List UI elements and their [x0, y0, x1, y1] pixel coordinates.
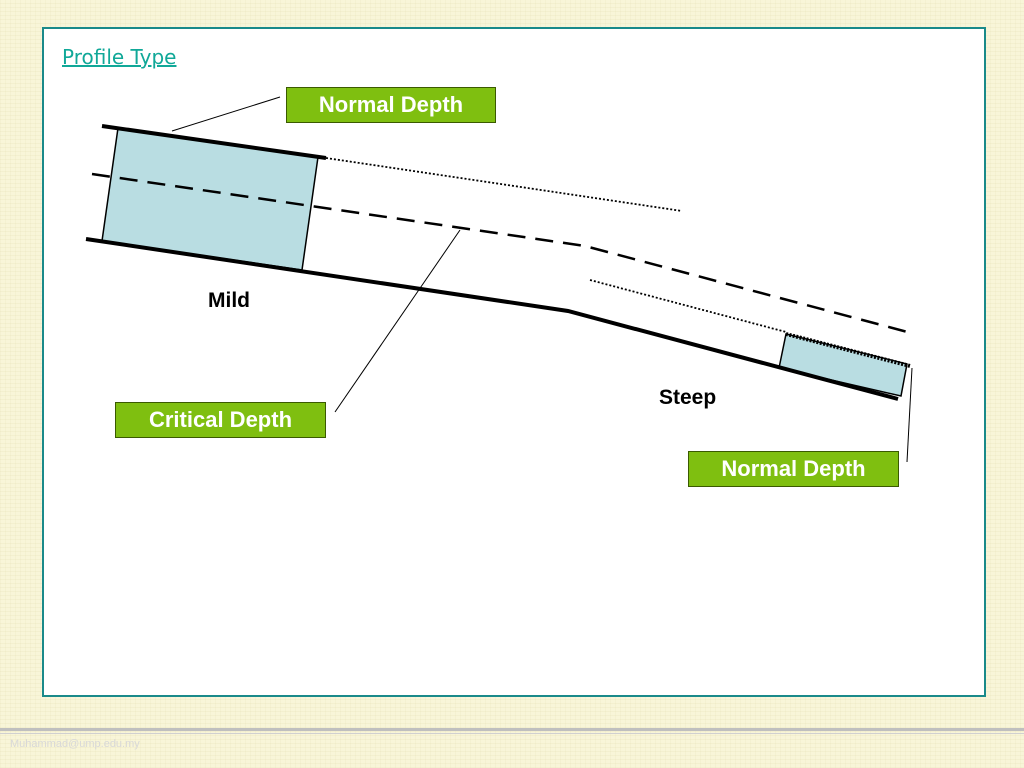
leader-critical-depth: [334, 229, 461, 413]
normal-depth-label-top: Normal Depth: [286, 87, 496, 123]
footer-divider: [0, 728, 1024, 731]
leader-normal-depth-bottom: [906, 367, 913, 463]
mild-water-section: [101, 127, 319, 271]
slide-title: Profile Type: [62, 45, 177, 69]
footer-divider-thin: [0, 733, 1024, 734]
channel-bed-line: [85, 237, 899, 401]
steep-slope-label: Steep: [659, 386, 717, 409]
steep-normal-depth-line: [785, 332, 911, 368]
steep-normal-depth-extension: [589, 279, 787, 333]
normal-depth-label-bottom: Normal Depth: [688, 451, 899, 487]
mild-normal-depth-extension: [325, 157, 683, 212]
critical-depth-label: Critical Depth: [115, 402, 326, 438]
steep-water-section: [778, 333, 908, 397]
footer-email: Muhammad@ump.edu.my: [10, 738, 140, 750]
mild-slope-label: Mild: [208, 289, 250, 312]
mild-normal-depth-line: [101, 124, 327, 160]
leader-normal-depth-top: [171, 96, 281, 132]
